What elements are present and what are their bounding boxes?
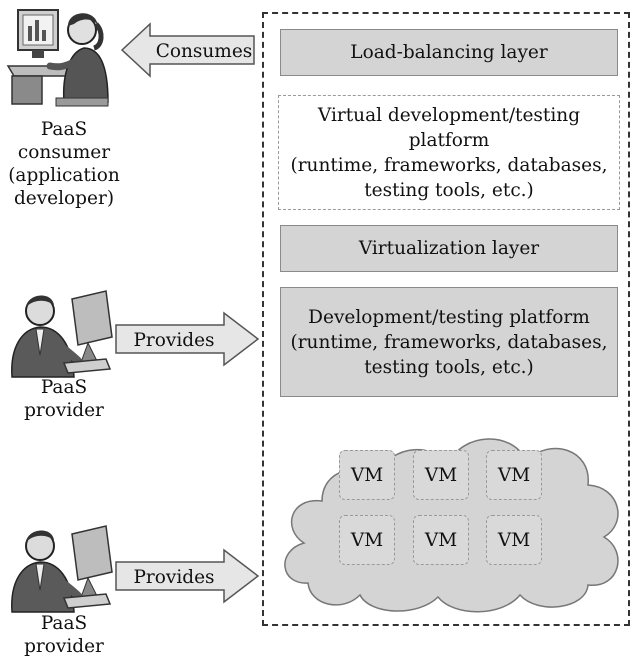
provider-person-icon	[11, 290, 113, 378]
system-boundary	[262, 12, 630, 626]
vm-box: VM	[413, 515, 469, 565]
load-balancing-layer: Load-balancing layer	[280, 29, 618, 76]
load-balancing-label: Load-balancing layer	[350, 42, 548, 63]
virtual-platform-label: Virtual development/testing platform (ru…	[290, 104, 608, 201]
consumer-person-icon	[6, 9, 109, 107]
dev-platform-label: Development/testing platform (runtime, f…	[290, 306, 608, 378]
virtualization-layer: Virtualization layer	[280, 225, 618, 272]
vm-box: VM	[486, 515, 542, 565]
provides-label-bottom: Provides	[133, 567, 214, 588]
consumes-arrow: Consumes	[120, 22, 255, 78]
cloud-shape	[284, 438, 619, 613]
provider-person-icon	[11, 525, 113, 613]
provides-label-top: Provides	[133, 330, 214, 351]
provides-arrow-bottom: Provides	[115, 548, 260, 604]
vm-box: VM	[339, 515, 395, 565]
dev-platform-layer: Development/testing platform (runtime, f…	[280, 287, 618, 397]
consumes-label: Consumes	[156, 41, 253, 62]
provider-label-bottom: PaaS provider	[24, 613, 104, 657]
vm-box: VM	[339, 450, 395, 500]
vm-box: VM	[486, 450, 542, 500]
provider-label-top: PaaS provider	[24, 377, 104, 421]
vm-box: VM	[413, 450, 469, 500]
virtual-platform-layer: Virtual development/testing platform (ru…	[278, 95, 620, 210]
consumer-label: PaaS consumer (application developer)	[8, 119, 120, 209]
provides-arrow-top: Provides	[115, 311, 260, 367]
virtualization-label: Virtualization layer	[358, 238, 540, 259]
